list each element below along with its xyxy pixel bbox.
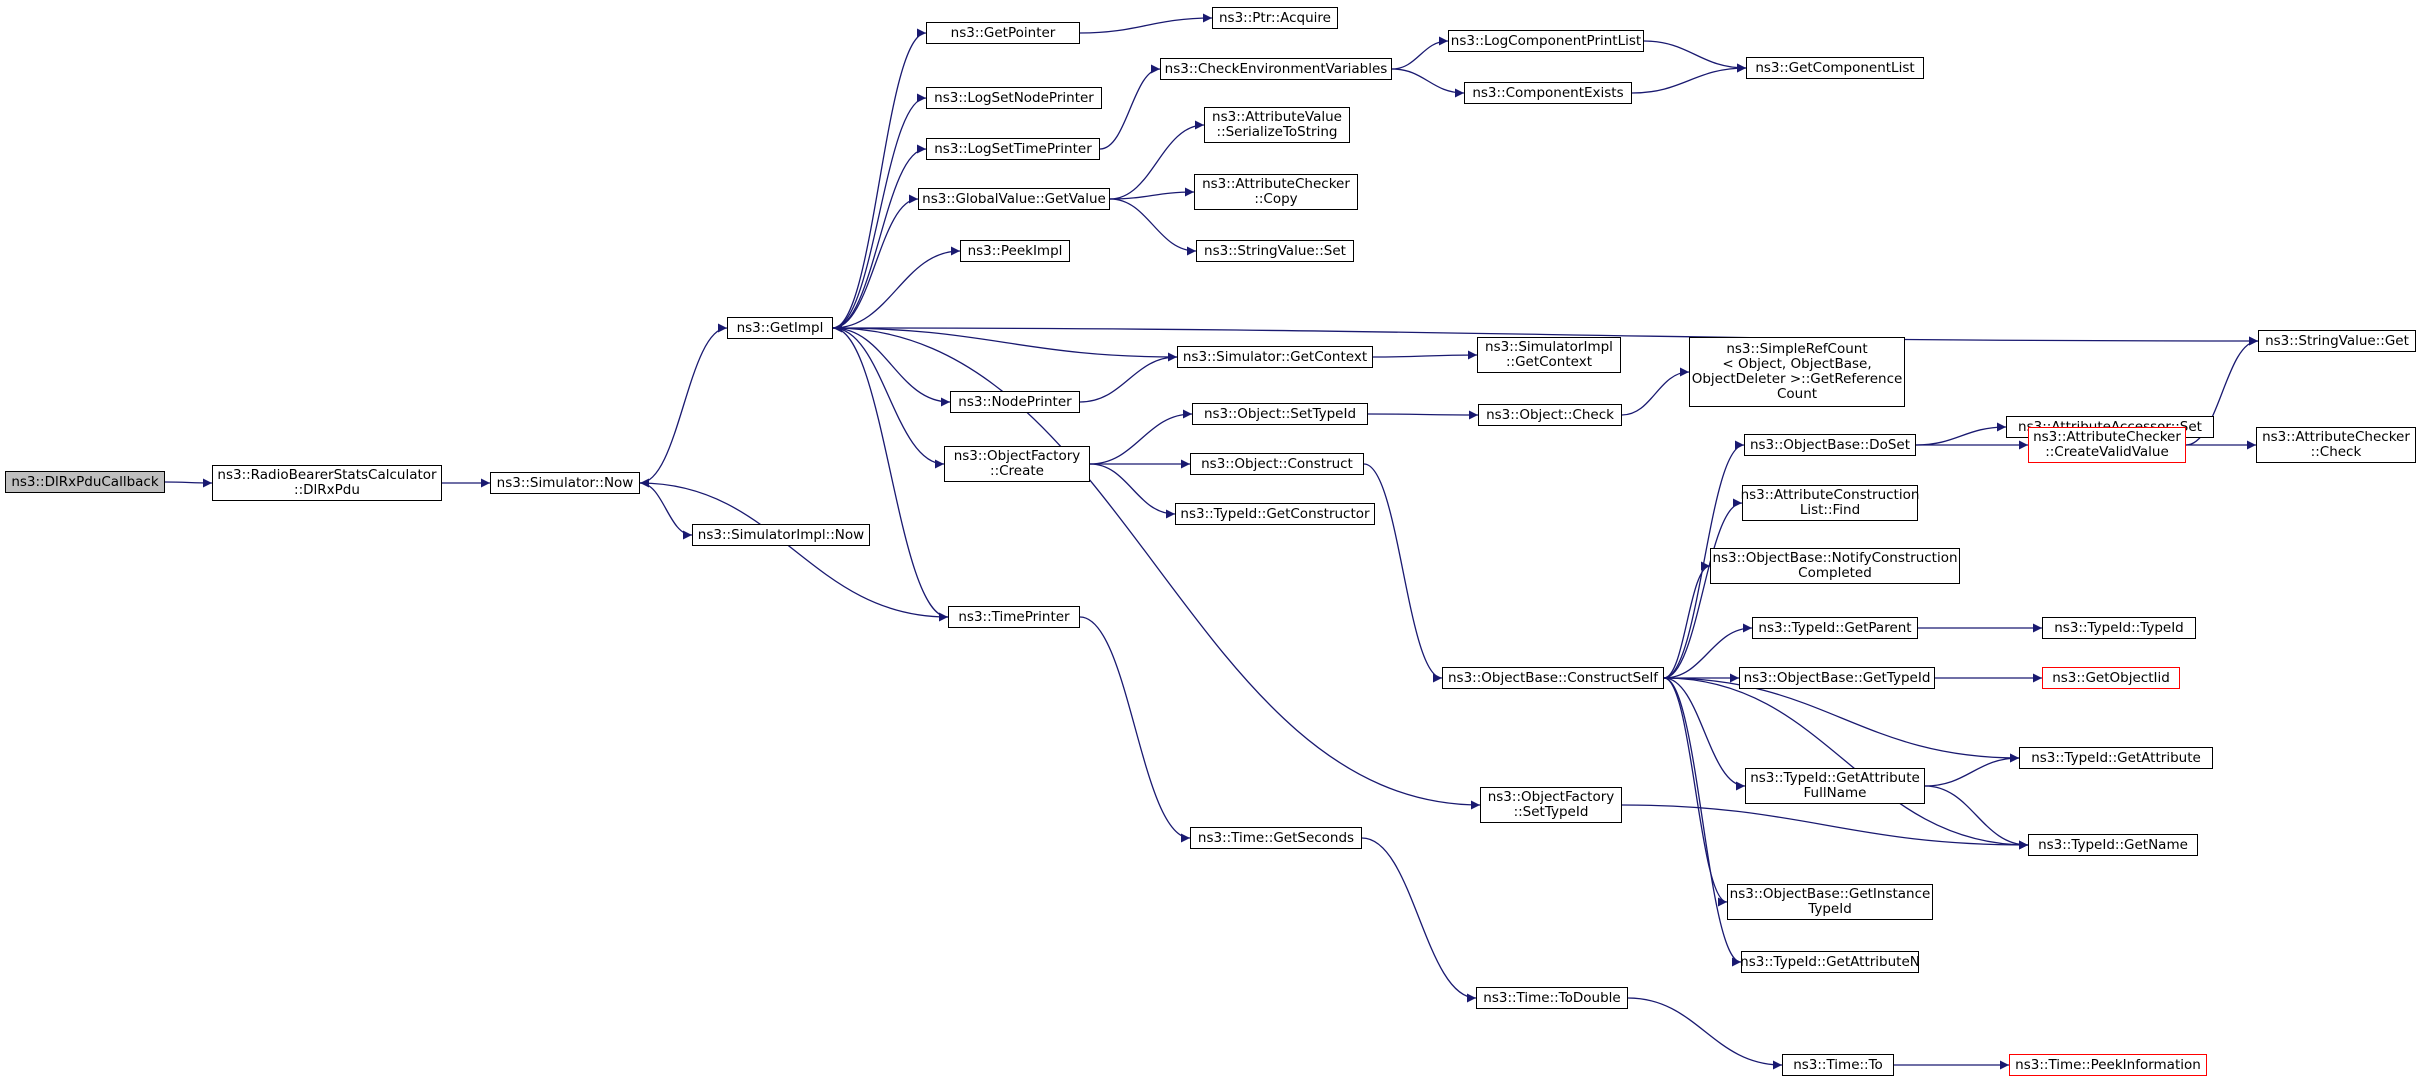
graph-node-simgetctx[interactable]: ns3::Simulator::GetContext	[1177, 346, 1373, 368]
graph-node-typeidtypeid[interactable]: ns3::TypeId::TypeId	[2042, 617, 2196, 639]
graph-node-peekimpl[interactable]: ns3::PeekImpl	[960, 240, 1070, 262]
call-edge-timeprinter-to-timegetseconds	[1079, 616, 1191, 843]
graph-node-objbasenotify[interactable]: ns3::ObjectBase::NotifyConstruction Comp…	[1710, 548, 1960, 584]
graph-node-logsettime[interactable]: ns3::LogSetTimePrinter	[926, 138, 1100, 160]
call-edge-getimpl-to-strvalget	[832, 327, 2259, 346]
call-edge-simgetctx-to-simimplgetctx	[1372, 350, 1478, 360]
graph-node-timeprinter[interactable]: ns3::TimePrinter	[948, 606, 1080, 628]
graph-node-attrcheckcheck[interactable]: ns3::AttributeChecker ::Check	[2256, 427, 2416, 463]
graph-node-timegetseconds[interactable]: ns3::Time::GetSeconds	[1190, 827, 1362, 849]
graph-node-objbasedoset[interactable]: ns3::ObjectBase::DoSet	[1744, 434, 1916, 456]
call-edge-globalget-to-attrcheckcopy	[1109, 187, 1195, 200]
call-edge-timetodouble-to-timeto	[1627, 997, 1783, 1070]
graph-node-attrconstrfind[interactable]: ns3::AttributeConstruction List::Find	[1741, 485, 1919, 521]
graph-node-simimplnow[interactable]: ns3::SimulatorImpl::Now	[692, 524, 870, 546]
call-edge-compexists-to-getcomplist	[1631, 63, 1747, 94]
graph-node-rbsc[interactable]: ns3::RadioBearerStatsCalculator ::DlRxPd…	[212, 465, 442, 501]
call-edge-getimpl-to-logsetnode	[832, 93, 927, 329]
call-edge-objfactcreate-to-typeidgetctor	[1089, 463, 1176, 519]
call-edge-objbaseconstructself-to-typeidgetname	[1663, 677, 2029, 850]
graph-node-strvalset[interactable]: ns3::StringValue::Set	[1196, 240, 1354, 262]
call-edge-objcheck-to-simplerefcount	[1621, 367, 1690, 416]
graph-node-simplerefcount[interactable]: ns3::SimpleRefCount < Object, ObjectBase…	[1689, 337, 1905, 407]
graph-node-attrcheckcreate[interactable]: ns3::AttributeChecker ::CreateValidValue	[2028, 427, 2186, 463]
graph-node-ptracquire[interactable]: ns3::Ptr::Acquire	[1212, 7, 1338, 29]
graph-node-typeidgetname[interactable]: ns3::TypeId::GetName	[2028, 834, 2198, 856]
call-edge-getimpl-to-globalget	[832, 194, 919, 329]
call-edge-getpointer-to-ptracquire	[1079, 13, 1213, 34]
graph-node-logsetnode[interactable]: ns3::LogSetNodePrinter	[926, 87, 1102, 109]
call-edge-getimpl-to-objfactcreate	[832, 327, 945, 469]
call-edge-objbaseconstructself-to-typeidgetattrn	[1663, 677, 1742, 967]
call-edge-objbaseconstructself-to-typeidgetparent	[1663, 623, 1753, 679]
graph-node-objconstruct[interactable]: ns3::Object::Construct	[1190, 453, 1364, 475]
graph-node-typeidgetattribute[interactable]: ns3::TypeId::GetAttribute	[2019, 747, 2213, 769]
call-edge-checkenv-to-compexists	[1391, 68, 1465, 98]
graph-node-getpointer[interactable]: ns3::GetPointer	[926, 22, 1080, 44]
graph-node-typeidgetctor[interactable]: ns3::TypeId::GetConstructor	[1175, 503, 1375, 525]
call-edge-simnow-to-simimplnow	[639, 482, 693, 540]
graph-node-timeto[interactable]: ns3::Time::To	[1782, 1054, 1894, 1076]
call-edge-logcompprint-to-getcomplist	[1643, 40, 1747, 73]
call-edge-objsettypeid-to-objcheck	[1367, 410, 1479, 420]
call-edge-objfactcreate-to-objsettypeid	[1089, 409, 1193, 465]
call-edge-timegetseconds-to-timetodouble	[1361, 837, 1477, 1003]
graph-node-objbaseconstructself[interactable]: ns3::ObjectBase::ConstructSelf	[1442, 667, 1664, 689]
call-edge-typeidgetattrfull-to-typeidgetname	[1924, 785, 2029, 850]
call-edge-getimpl-to-logsettime	[832, 144, 927, 329]
graph-node-objbasegettypeid[interactable]: ns3::ObjectBase::GetTypeId	[1739, 667, 1935, 689]
graph-node-attrvalser[interactable]: ns3::AttributeValue ::SerializeToString	[1204, 107, 1350, 143]
call-edge-getimpl-to-timeprinter	[832, 327, 949, 622]
graph-node-objbasegetinstance[interactable]: ns3::ObjectBase::GetInstance TypeId	[1727, 884, 1933, 920]
graph-node-attrcheckcopy[interactable]: ns3::AttributeChecker ::Copy	[1194, 174, 1358, 210]
graph-node-simimplgetctx[interactable]: ns3::SimulatorImpl ::GetContext	[1477, 337, 1621, 373]
graph-node-globalget[interactable]: ns3::GlobalValue::GetValue	[918, 188, 1110, 210]
graph-node-objcheck[interactable]: ns3::Object::Check	[1478, 404, 1622, 426]
call-edge-checkenv-to-logcompprint	[1391, 36, 1449, 70]
graph-node-root: ns3::DlRxPduCallback	[5, 471, 165, 493]
graph-node-strvalget[interactable]: ns3::StringValue::Get	[2258, 330, 2416, 352]
call-edge-objfactsettypeid-to-typeidgetname	[1621, 804, 2029, 850]
graph-node-getcomplist[interactable]: ns3::GetComponentList	[1746, 57, 1924, 79]
graph-node-objfactsettypeid[interactable]: ns3::ObjectFactory ::SetTypeId	[1480, 787, 1622, 823]
graph-node-checkenv[interactable]: ns3::CheckEnvironmentVariables	[1160, 58, 1392, 80]
call-edge-logsettime-to-checkenv	[1099, 64, 1161, 150]
call-edge-simnow-to-getimpl	[639, 323, 728, 484]
call-edge-objconstruct-to-objbaseconstructself	[1363, 463, 1443, 683]
call-edge-globalget-to-attrvalser	[1109, 120, 1205, 200]
call-edge-objbaseconstructself-to-typeidgetattrfull	[1663, 677, 1746, 791]
graph-node-objsettypeid[interactable]: ns3::Object::SetTypeId	[1192, 403, 1368, 425]
call-edge-nodeprinter-to-simgetctx	[1079, 352, 1178, 403]
call-edge-globalget-to-strvalset	[1109, 198, 1197, 256]
graph-node-timepeekinfo[interactable]: ns3::Time::PeekInformation	[2009, 1054, 2207, 1076]
call-edge-root-to-rbsc	[164, 478, 213, 488]
call-edge-objbaseconstructself-to-typeidgetattribute	[1663, 677, 2020, 763]
graph-node-getobjectiid[interactable]: ns3::GetObjectIid	[2042, 667, 2180, 689]
call-edge-objbaseconstructself-to-objbasegetinstance	[1663, 677, 1728, 907]
graph-node-getimpl[interactable]: ns3::GetImpl	[727, 317, 833, 339]
call-edge-objbaseconstructself-to-objbasedoset	[1663, 440, 1745, 679]
call-edge-getimpl-to-getpointer	[832, 28, 927, 329]
graph-node-compexists[interactable]: ns3::ComponentExists	[1464, 82, 1632, 104]
graph-node-typeidgetattrfull[interactable]: ns3::TypeId::GetAttribute FullName	[1745, 768, 1925, 804]
call-edge-getimpl-to-objfactsettypeid	[832, 327, 1481, 810]
call-edge-objbasedoset-to-attraccset	[1915, 422, 2007, 446]
call-edge-simgetctx-to-getimpl	[832, 323, 1178, 358]
call-edge-getimpl-to-nodeprinter	[832, 327, 951, 407]
call-edge-getimpl-to-peekimpl	[832, 246, 961, 329]
call-edge-timeprinter-to-simnow	[639, 478, 949, 618]
graph-node-typeidgetattrn[interactable]: ns3::TypeId::GetAttributeN	[1740, 951, 1920, 973]
graph-node-logcompprint[interactable]: ns3::LogComponentPrintList	[1448, 30, 1644, 52]
call-edge-attrcheckcreate-to-strvalget	[2185, 336, 2259, 446]
call-edge-typeidgetattrfull-to-typeidgetattribute	[1924, 753, 2020, 787]
call-edge-objbaseconstructself-to-attrconstrfind	[1663, 498, 1743, 679]
graph-node-objfactcreate[interactable]: ns3::ObjectFactory ::Create	[944, 446, 1090, 482]
graph-node-typeidgetparent[interactable]: ns3::TypeId::GetParent	[1752, 617, 1918, 639]
call-edge-objbaseconstructself-to-objbasenotify	[1663, 561, 1711, 679]
graph-node-nodeprinter[interactable]: ns3::NodePrinter	[950, 391, 1080, 413]
graph-node-timetodouble[interactable]: ns3::Time::ToDouble	[1476, 987, 1628, 1009]
graph-node-simnow[interactable]: ns3::Simulator::Now	[490, 472, 640, 494]
